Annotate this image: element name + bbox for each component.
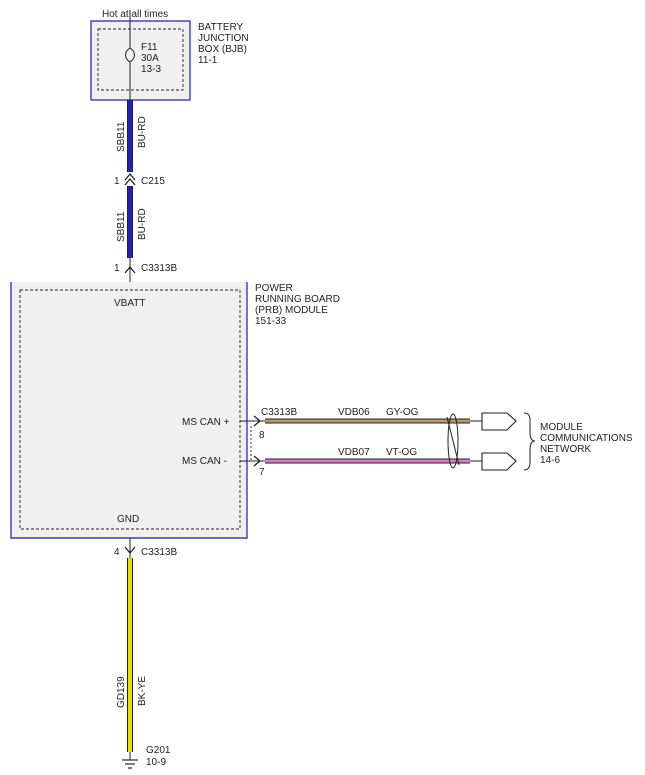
prb-vbatt-label: VBATT [114,298,145,309]
c3313b-gnd-name: C3313B [141,547,177,558]
wire-sbb11-lower-color: BU-RD [137,208,148,240]
wire-gd139-color: BK-YE [137,676,148,706]
fuse-ref: 13-3 [141,64,161,75]
battery-junction-box [90,10,191,101]
can-connector-arrow-minus-icon [240,455,265,467]
can-bus-connector-plus-icon [481,412,517,431]
ground-icon [122,752,138,769]
wire-vdb07-circuit: VDB07 [338,447,370,458]
twisted-pair-icon [446,413,460,469]
wire-sbb11-upper-color: BU-RD [137,116,148,148]
can-bus-connector-minus-icon [481,452,517,471]
network-title-line-2: COMMUNICATIONS [540,433,633,444]
wire-vdb07-color: VT-OG [386,447,417,458]
prb-title-line-3: (PRB) MODULE [255,305,328,316]
bjb-title-line-2: JUNCTION [198,33,249,44]
prb-module [10,282,248,539]
c215-pin: 1 [114,176,120,187]
connector-c215-icon [124,172,136,186]
wire-sbb11-upper-circuit: SBB11 [116,121,127,152]
bjb-outline [90,20,191,101]
prb-title-line-2: RUNNING BOARD [255,294,340,305]
prb-ms-can-minus-label: MS CAN - [182,456,227,467]
wire-sbb11-lower-circuit: SBB11 [116,211,127,242]
prb-gnd-label: GND [117,514,139,525]
prb-title-line-4: 151-33 [255,316,287,327]
bjb-title-line-3: BOX (BJB) [198,44,247,55]
network-title-line-4: 14-6 [540,455,560,466]
c215-name: C215 [141,176,165,187]
wire-gd139-circuit: GD139 [116,676,127,708]
can-connector-name: C3313B [261,407,297,418]
network-title-line-1: MODULE [540,422,583,433]
bjb-title-line-1: BATTERY [198,22,244,33]
fuse-id: F11 [141,42,158,53]
network-bracket-icon [523,412,536,471]
fuse-rating: 30A [141,53,159,64]
wire-vdb06-color: GY-OG [386,407,419,418]
prb-module-outline [10,282,248,539]
can-connector-pin-plus: 8 [259,430,265,441]
c3313b-top-pin: 1 [114,263,120,274]
ground-name: G201 [146,745,171,756]
can-connector-arrow-plus-icon [240,415,265,427]
bjb-title-line-4: 11-1 [198,55,218,66]
ground-ref: 10-9 [146,757,166,768]
c3313b-top-name: C3313B [141,263,177,274]
c3313b-gnd-pin: 4 [114,547,120,558]
hot-at-all-times-label: Hot at all times [102,9,168,20]
connector-c3313b-gnd-icon [124,538,136,558]
prb-module-inner-dashed [19,289,241,530]
bjb-inner-dashed [97,28,184,91]
prb-ms-can-plus-label: MS CAN + [182,417,230,428]
wire-vdb06-circuit: VDB06 [338,407,370,418]
prb-title-line-1: POWER [255,283,293,294]
can-connector-pin-minus: 7 [259,467,265,478]
network-title-line-3: NETWORK [540,444,591,455]
